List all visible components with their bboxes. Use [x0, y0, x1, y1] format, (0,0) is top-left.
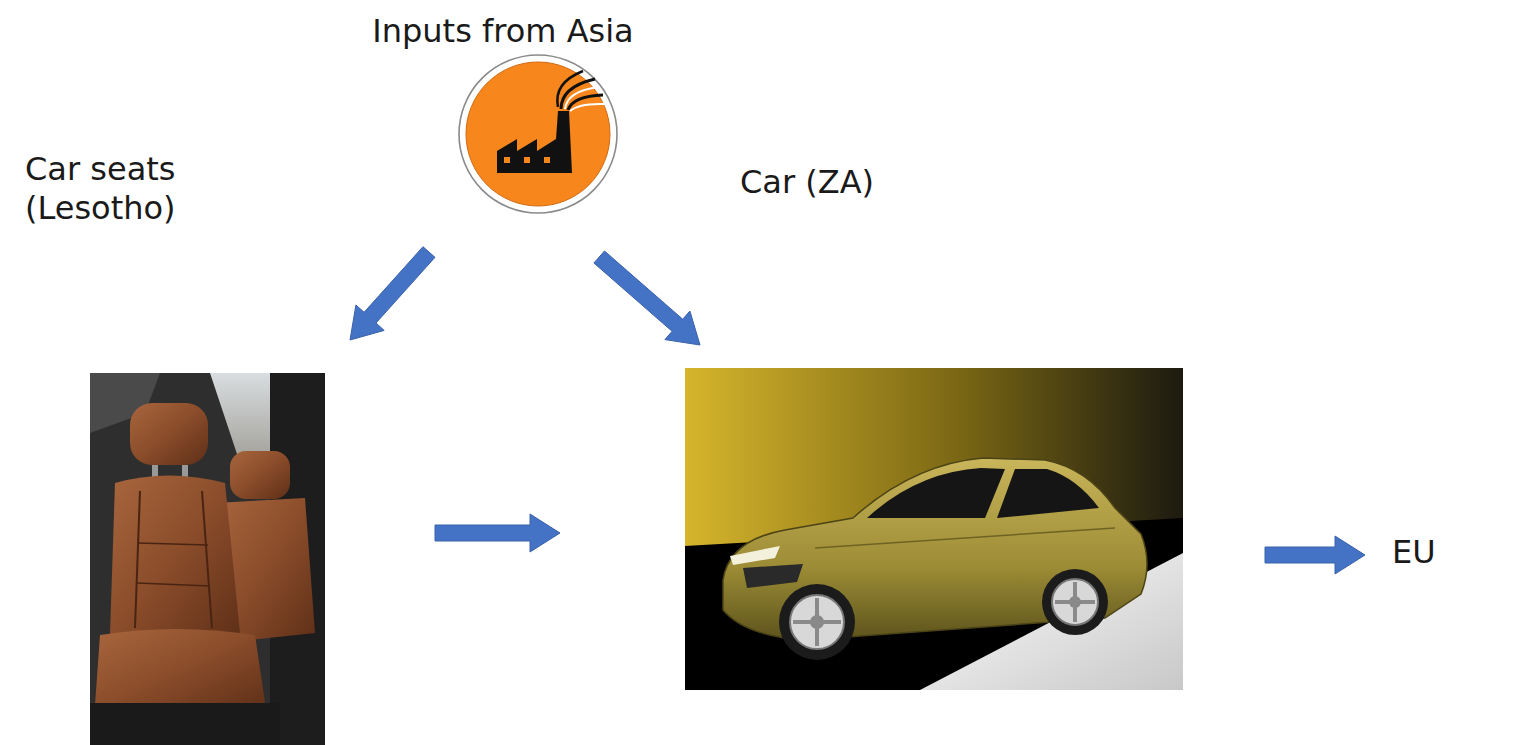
node-heading: EU: [1392, 533, 1452, 572]
node-heading: Car seats (Lesotho): [25, 150, 235, 228]
node-heading: Car (ZA): [740, 163, 1183, 202]
block-arrow: [594, 251, 700, 345]
factory-icon: [457, 53, 619, 215]
car-seat-photo: [90, 373, 325, 745]
source-node: Inputs from Asia: [318, 12, 688, 215]
block-arrow: [435, 514, 560, 552]
car-illustration: [685, 368, 1183, 690]
assembly-node: Car (ZA): [685, 163, 1183, 690]
block-arrow: [1265, 536, 1365, 574]
component-node: Car seats (Lesotho): [25, 150, 325, 745]
market-node: EU: [1392, 533, 1452, 577]
block-arrow: [350, 247, 435, 340]
node-heading: Inputs from Asia: [318, 12, 688, 51]
